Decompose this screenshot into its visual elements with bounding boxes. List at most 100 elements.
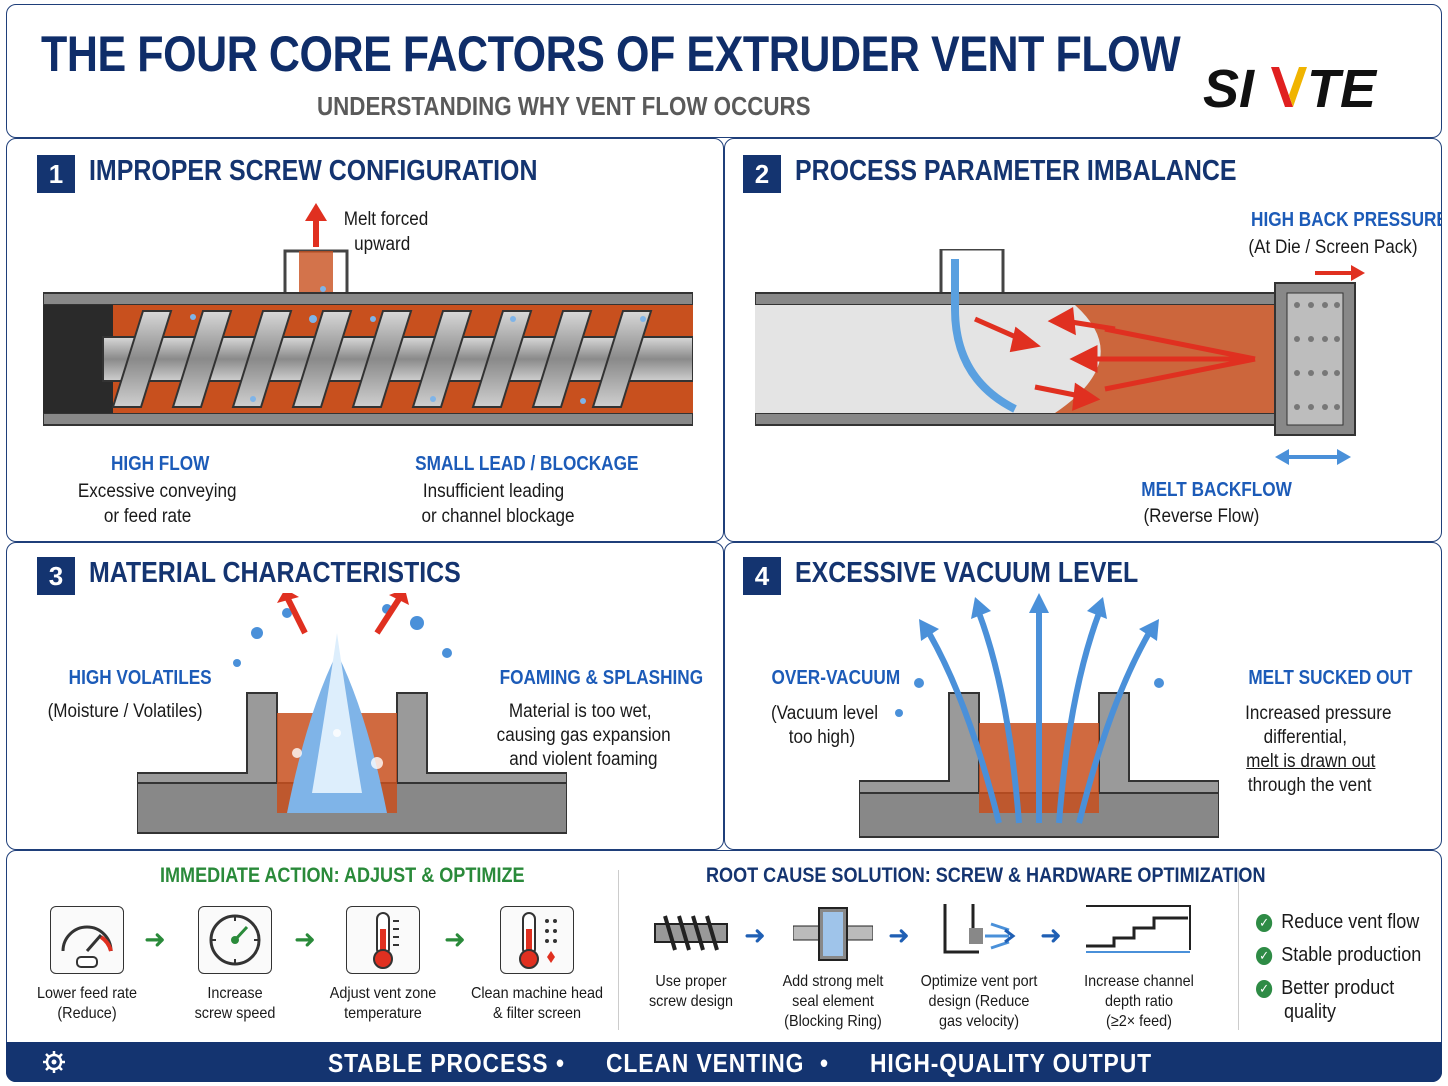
arrow-right-icon: ➜: [144, 924, 166, 954]
thermometer-filter-icon: [500, 906, 574, 974]
vent-port-icon: [939, 902, 1019, 966]
step-line-1: Add strong melt: [782, 973, 884, 990]
footer-banner: STABLE PROCESS • CLEAN VENTING • HIGH-QU…: [6, 1042, 1442, 1082]
seal-element-icon: [792, 902, 874, 966]
factor-number-badge: 3: [37, 557, 75, 595]
over-vacuum-desc-1: (Vacuum level: [770, 703, 879, 724]
factor-title: PROCESS PARAMETER IMBALANCE: [795, 155, 1237, 187]
melt-sucked-label: MELT SUCKED OUT: [1248, 667, 1413, 689]
step-line-2: temperature: [344, 1005, 422, 1022]
step-clean-filter: Clean machine head & filter screen: [462, 906, 612, 1024]
step-melt-seal-element: Add strong melt seal element (Blocking R…: [758, 902, 908, 1032]
check-icon: ✓: [1256, 980, 1273, 998]
small-lead-desc-1: Insufficient leading: [422, 481, 565, 502]
melt-sucked-desc-2: differential,: [1263, 727, 1347, 748]
foaming-label: FOAMING & SPLASHING: [499, 667, 704, 689]
step-proper-screw-design: Use proper screw design: [616, 902, 766, 1012]
step-line-1: Increase: [207, 985, 263, 1002]
step-line-3: gas velocity): [938, 1013, 1020, 1030]
factor-title: EXCESSIVE VACUUM LEVEL: [795, 557, 1139, 589]
benefit-item: ✓Better product: [1256, 976, 1394, 1000]
high-flow-desc-1: Excessive conveying: [77, 481, 237, 502]
check-icon: ✓: [1256, 914, 1273, 932]
step-line-2: screw design: [648, 993, 734, 1010]
back-pressure-label: HIGH BACK PRESSURE: [1251, 209, 1442, 231]
thermometer-icon: [346, 906, 420, 974]
step-line-1: Use proper: [655, 973, 727, 990]
section-divider: [1238, 870, 1239, 1030]
melt-sucked-desc-4: through the vent: [1247, 775, 1372, 796]
screw-barrel-illustration: [43, 203, 693, 426]
footer-item-3: HIGH-QUALITY OUTPUT: [870, 1048, 1152, 1078]
dial-icon: [198, 906, 272, 974]
backflow-illustration: [755, 249, 1365, 465]
screw-icon: [651, 902, 731, 966]
small-lead-desc-2: or channel blockage: [421, 506, 575, 527]
high-flow-desc-2: or feed rate: [103, 506, 192, 527]
step-line-2: & filter screen: [492, 1005, 582, 1022]
main-title: THE FOUR CORE FACTORS OF EXTRUDER VENT F…: [41, 26, 1181, 82]
high-flow-label: HIGH FLOW: [111, 453, 210, 475]
step-line-1: Adjust vent zone: [329, 985, 437, 1002]
step-line-1: Optimize vent port: [920, 973, 1038, 990]
footer-item-2: CLEAN VENTING: [606, 1048, 805, 1078]
high-volatiles-desc: (Moisture / Volatiles): [47, 701, 203, 722]
step-channel-depth: Increase channel depth ratio (≥2× feed): [1064, 902, 1214, 1032]
step-line-2: seal element: [792, 993, 874, 1010]
factor-3-panel: 3 MATERIAL CHARACTERISTICS HIGH VOLATILE…: [6, 542, 724, 850]
vacuum-illustration: [859, 593, 1219, 838]
gauge-icon: [50, 906, 124, 974]
immediate-action-title: IMMEDIATE ACTION: ADJUST & OPTIMIZE: [160, 864, 525, 887]
melt-backflow-desc: (Reverse Flow): [1143, 506, 1260, 527]
small-lead-label: SMALL LEAD / BLOCKAGE: [415, 453, 639, 475]
step-increase-screw-speed: Increase screw speed: [160, 906, 310, 1024]
factor-title: IMPROPER SCREW CONFIGURATION: [89, 155, 538, 187]
footer-separator: •: [556, 1048, 565, 1078]
arrow-right-icon: ➜: [294, 924, 316, 954]
arrow-right-icon: ➜: [444, 924, 466, 954]
step-line-2: (Reduce): [57, 1005, 117, 1022]
step-line-1: Clean machine head: [470, 985, 604, 1002]
subtitle: UNDERSTANDING WHY VENT FLOW OCCURS: [317, 91, 811, 121]
step-line-2: depth ratio: [1104, 993, 1174, 1010]
root-cause-title: ROOT CAUSE SOLUTION: SCREW & HARDWARE OP…: [706, 864, 1266, 887]
svg-text:TE: TE: [1307, 59, 1378, 119]
melt-backflow-label: MELT BACKFLOW: [1141, 479, 1292, 501]
foaming-desc-3: and violent foaming: [509, 749, 658, 770]
benefit-item: ✓Reduce vent flow: [1256, 910, 1419, 934]
factor-2-panel: 2 PROCESS PARAMETER IMBALANCE HIGH BACK …: [724, 138, 1442, 542]
factor-number-badge: 1: [37, 155, 75, 193]
benefit-item: ✓Stable production: [1256, 943, 1421, 967]
callout-line-1: Melt forced: [343, 209, 429, 230]
section-divider: [618, 870, 619, 1030]
over-vacuum-desc-2: too high): [788, 727, 856, 748]
arrow-right-icon: ➜: [744, 920, 766, 950]
check-icon: ✓: [1256, 947, 1273, 965]
step-lower-feed-rate: Lower feed rate (Reduce): [12, 906, 162, 1024]
step-line-3: (≥2× feed): [1106, 1013, 1172, 1030]
benefit-item-continued: quality: [1284, 1001, 1337, 1023]
foaming-illustration: [137, 593, 567, 834]
foaming-desc-1: Material is too wet,: [508, 701, 652, 722]
arrow-right-icon: ➜: [1040, 920, 1062, 950]
footer-separator: •: [820, 1048, 829, 1078]
header-panel: THE FOUR CORE FACTORS OF EXTRUDER VENT F…: [6, 4, 1442, 138]
back-pressure-desc: (At Die / Screen Pack): [1248, 237, 1418, 258]
arrow-right-icon: ➜: [888, 920, 910, 950]
gear-icon: [43, 1051, 65, 1073]
step-line-1: Lower feed rate: [36, 985, 138, 1002]
step-line-3: (Blocking Ring): [784, 1013, 882, 1030]
step-adjust-vent-temp: Adjust vent zone temperature: [308, 906, 458, 1024]
sivite-logo: SI TE: [1203, 59, 1378, 119]
factor-number-badge: 2: [743, 155, 781, 193]
step-line-1: Increase channel: [1084, 973, 1194, 990]
factor-number-badge: 4: [743, 557, 781, 595]
step-optimize-vent-port: Optimize vent port design (Reduce gas ve…: [904, 902, 1054, 1032]
over-vacuum-label: OVER-VACUUM: [771, 667, 901, 689]
footer-item-1: STABLE PROCESS: [328, 1048, 549, 1078]
melt-sucked-desc-1: Increased pressure: [1245, 703, 1392, 724]
channel-depth-icon: [1084, 902, 1194, 966]
melt-sucked-desc-3: melt is drawn out: [1246, 751, 1376, 772]
factor-4-panel: 4 EXCESSIVE VACUUM LEVEL OVER-VACUUM (Va…: [724, 542, 1442, 850]
foaming-desc-2: causing gas expansion: [496, 725, 671, 746]
